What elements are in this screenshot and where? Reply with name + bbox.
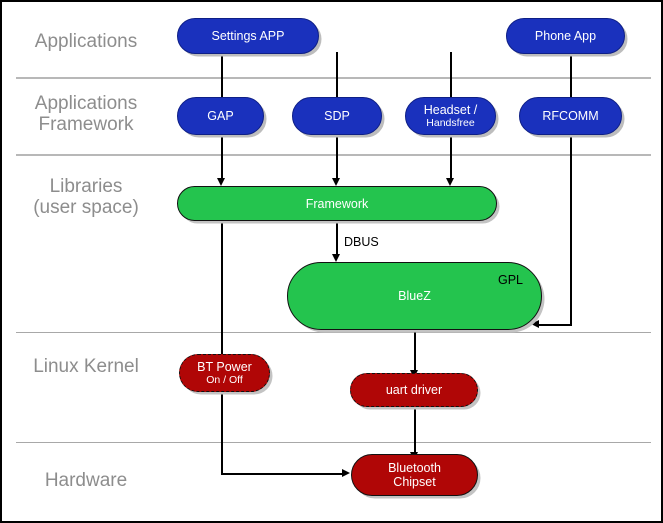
node-headset-handsfree[interactable]: Headset / Handsfree	[405, 97, 496, 135]
node-sdp[interactable]: SDP	[292, 97, 382, 135]
node-gap[interactable]: GAP	[177, 97, 264, 135]
edge-rfcomm-to-bluez-vline	[570, 52, 572, 325]
edge-uart-to-chipset-line	[414, 400, 416, 456]
edge-headset-to-framework-arrow	[446, 178, 454, 186]
divider-kernel-hardware	[16, 442, 651, 443]
node-bluez-gpl-label: GPL	[497, 273, 523, 287]
node-phone-app[interactable]: Phone App	[506, 18, 625, 54]
node-bluez[interactable]: GPL BlueZ	[287, 262, 542, 330]
layer-label-hardware: Hardware	[44, 470, 128, 491]
edge-framework-to-chipset-arrow	[342, 469, 350, 477]
node-gap-label: GAP	[207, 109, 234, 123]
edge-sdp-to-framework-arrow	[332, 178, 340, 186]
node-bt-power-label: BT Power	[197, 360, 252, 374]
node-bluez-label: BlueZ	[398, 289, 431, 303]
layer-label-applications-framework: Applications Framework	[34, 93, 138, 135]
node-framework[interactable]: Framework	[177, 186, 497, 221]
divider-framework-libraries	[16, 154, 651, 156]
edge-rfcomm-to-bluez-arrow	[531, 320, 539, 328]
node-uart-driver-label: uart driver	[385, 383, 443, 397]
divider-applications-framework	[16, 77, 651, 79]
edge-framework-to-chipset-vline	[221, 218, 223, 475]
node-bt-power[interactable]: BT Power On / Off	[179, 354, 270, 392]
layer-label-linux-kernel: Linux Kernel	[33, 356, 139, 377]
node-phone-app-label: Phone App	[534, 29, 597, 43]
edge-gap-to-framework-arrow	[217, 178, 225, 186]
node-uart-driver[interactable]: uart driver	[350, 373, 478, 407]
node-rfcomm-label: RFCOMM	[542, 109, 599, 123]
edge-framework-to-bluez-line	[336, 218, 338, 256]
node-headset-handsfree-label: Headset /	[423, 103, 478, 117]
node-bluetooth-chipset-label: Bluetooth	[388, 461, 441, 475]
node-rfcomm[interactable]: RFCOMM	[519, 97, 622, 135]
layer-label-applications: Applications	[34, 31, 138, 52]
edge-framework-to-chipset-hline	[221, 473, 343, 475]
edge-label-dbus: DBUS	[344, 235, 379, 249]
edge-rfcomm-to-bluez-hline	[539, 324, 572, 326]
node-bluetooth-chipset-sublabel: Chipset	[393, 475, 436, 489]
edge-bluez-to-uart-line	[414, 328, 416, 372]
layer-label-libraries: Libraries (user space)	[33, 176, 139, 218]
node-settings-app[interactable]: Settings APP	[177, 18, 319, 54]
node-sdp-label: SDP	[324, 109, 350, 123]
node-headset-handsfree-sublabel: Handsfree	[426, 117, 475, 129]
edge-framework-to-bluez-arrow	[332, 254, 340, 262]
divider-libraries-kernel	[16, 332, 651, 333]
node-settings-app-label: Settings APP	[211, 29, 285, 43]
node-framework-label: Framework	[305, 196, 369, 211]
node-bluetooth-chipset[interactable]: Bluetooth Chipset	[351, 454, 478, 496]
node-bt-power-sublabel: On / Off	[206, 374, 243, 386]
